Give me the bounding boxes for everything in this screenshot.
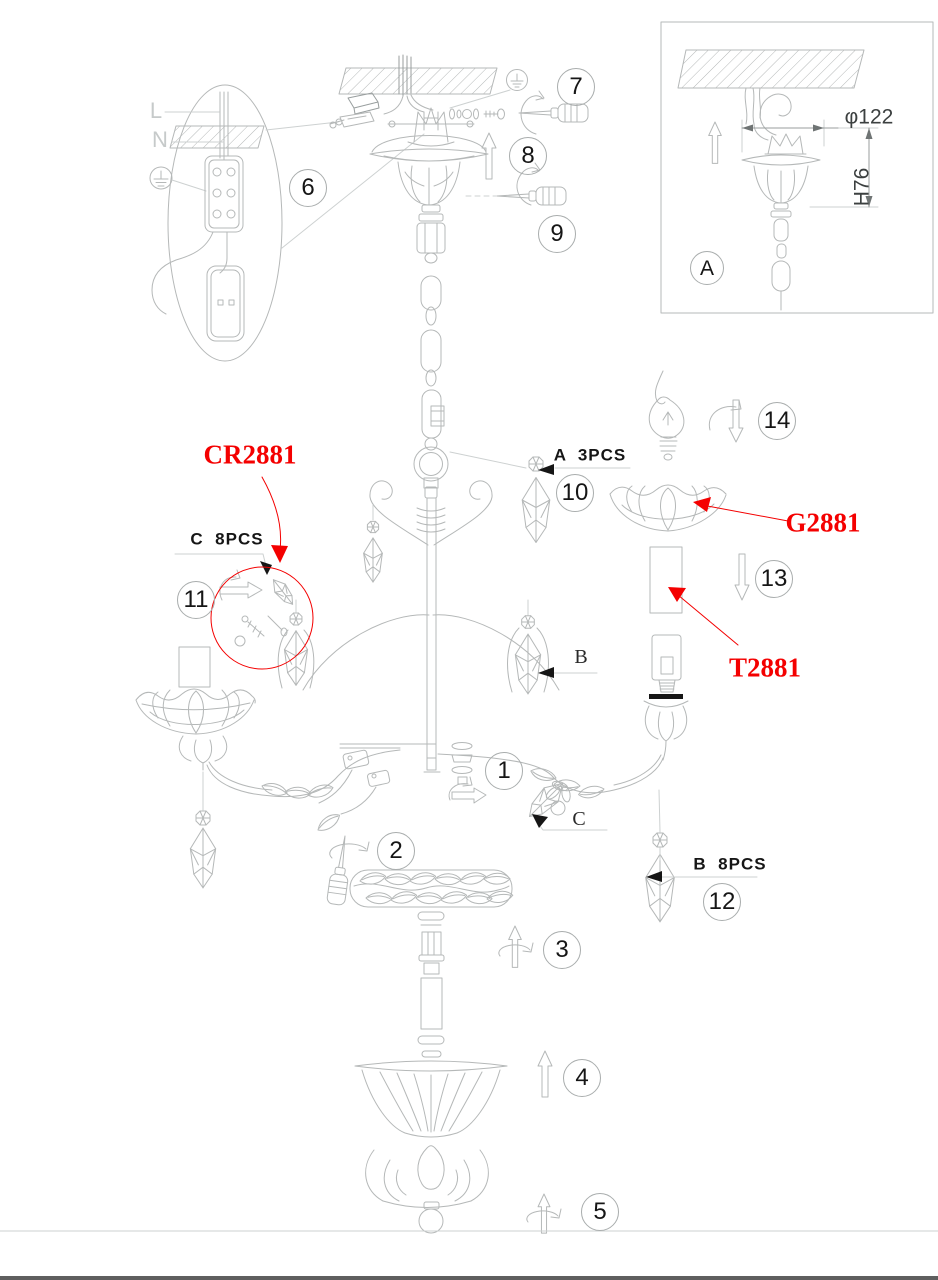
screwdriver-icon: [496, 186, 567, 206]
down-arrow-icon: [734, 553, 750, 601]
tag-point-b: B: [574, 646, 588, 668]
crystal-drop: [514, 633, 542, 695]
crystal-drop: [521, 476, 551, 544]
label-neutral-wire: N: [152, 127, 168, 152]
crystal-drop: [363, 537, 383, 583]
leader-lines: [175, 464, 757, 882]
callout-13: 13: [755, 560, 793, 598]
rotate-arrow-icon: [499, 943, 533, 956]
callout-3: 3: [543, 931, 581, 969]
callout-8: 8: [509, 137, 547, 175]
exploded-parts: [350, 371, 726, 1233]
up-arrow-icon: [537, 1193, 551, 1234]
crystal-drop: [189, 827, 217, 889]
right-arrow-icon: [452, 788, 486, 803]
callout-2: 2: [377, 832, 415, 870]
callout-6: 6: [289, 169, 327, 207]
tag-b-qty: B 8PCS: [693, 854, 767, 874]
crystal-drop: [267, 575, 299, 609]
rosette: [544, 780, 571, 815]
callout-1: 1: [485, 752, 523, 790]
wiring-detail-inset: [150, 85, 424, 361]
ceiling-detail-inset: [661, 22, 933, 313]
rotate-arrow-icon: [330, 842, 369, 858]
candle-bulb: [649, 371, 684, 460]
up-arrow-icon: [481, 132, 497, 180]
screwdriver-icon: [518, 103, 589, 123]
callout-11: 11: [177, 581, 215, 619]
tag-c-qty: C 8PCS: [190, 529, 264, 549]
ground-symbol-icon: [150, 167, 172, 189]
candle-sleeve: [179, 647, 210, 687]
callout-9: 9: [538, 215, 576, 253]
up-arrow-icon: [708, 121, 722, 164]
detail-circle-a: A: [690, 251, 724, 285]
right-arrow-icon: [220, 582, 262, 598]
red-label-t2881: T2881: [728, 652, 802, 683]
red-annotations: [211, 477, 788, 669]
callout-4: 4: [563, 1059, 601, 1097]
callout-7: 7: [557, 68, 595, 106]
rotate-arrow-icon: [449, 777, 472, 800]
chain-assembly: [414, 276, 448, 488]
rotate-arrow-icon: [521, 91, 544, 134]
tag-a-qty: A 3PCS: [553, 445, 627, 465]
crystal-drop: [645, 853, 675, 923]
up-arrow-icon: [537, 1050, 553, 1098]
callout-12: 12: [703, 883, 741, 921]
cr2881-arrow: [262, 477, 281, 550]
crystal-drop: [283, 630, 309, 686]
crystal-drop: [522, 776, 570, 824]
g2881-arrow: [702, 505, 788, 521]
rotate-arrow-icon: [709, 400, 741, 430]
callout-10: 10: [556, 474, 594, 512]
red-label-cr2881: CR2881: [203, 439, 297, 470]
callout-5: 5: [581, 1193, 619, 1231]
t2881-arrow: [678, 595, 738, 645]
highlight-circle: [211, 567, 313, 669]
up-arrow-icon: [508, 925, 522, 968]
down-arrow-icon: [729, 400, 743, 442]
red-label-g2881: G2881: [785, 507, 861, 538]
label-live-wire: L: [149, 98, 163, 123]
dim-height: H76: [850, 167, 874, 207]
ceiling-mount-assembly: [330, 55, 589, 263]
chandelier-frame: [136, 452, 688, 889]
instruction-arrows: [314, 400, 750, 1234]
ground-symbol-icon: [507, 70, 528, 91]
tag-point-c: C: [572, 808, 586, 830]
callout-14: 14: [758, 402, 796, 440]
candle-tube: [650, 547, 682, 613]
rotate-arrow-icon: [527, 1209, 561, 1222]
dim-diameter: φ122: [844, 105, 894, 129]
